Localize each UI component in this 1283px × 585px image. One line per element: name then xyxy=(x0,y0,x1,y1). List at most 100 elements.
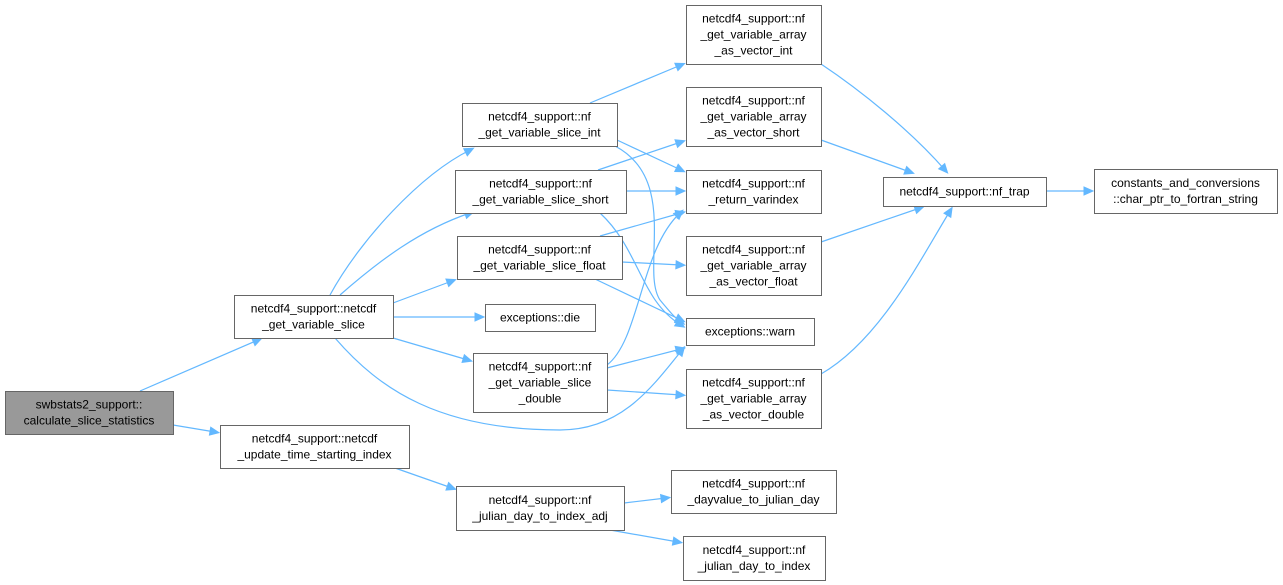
node-label-line: _update_time_starting_index xyxy=(236,448,391,462)
node-label-line: netcdf4_support::nf xyxy=(489,360,592,374)
edge-n1-n6 xyxy=(393,312,486,322)
arrowhead xyxy=(672,209,684,221)
node-label-line: netcdf4_support::nf xyxy=(702,177,805,191)
arrowhead xyxy=(675,389,687,400)
graph-node[interactable]: swbstats2_support::calculate_slice_stati… xyxy=(5,391,174,435)
node-box xyxy=(1094,169,1278,214)
node-box xyxy=(457,236,623,280)
graph-node[interactable]: netcdf4_support::nf_trap xyxy=(883,177,1047,207)
edge-n14-n17 xyxy=(820,206,953,375)
node-label-line: _as_vector_short xyxy=(706,126,800,140)
node-label-line: netcdf4_support::nf xyxy=(489,177,592,191)
edge-line xyxy=(609,529,679,543)
arrowhead xyxy=(659,493,672,504)
node-label-line: swbstats2_support:: xyxy=(36,398,143,412)
node-label-line: _get_variable_slice_float xyxy=(472,259,606,273)
graph-node[interactable]: netcdf4_support::nf_julian_day_to_index_… xyxy=(456,486,625,531)
edge-line xyxy=(589,64,682,104)
edge-line xyxy=(606,389,682,396)
edge-line xyxy=(599,212,682,326)
edge-line xyxy=(616,139,682,171)
graph-node[interactable]: exceptions::die xyxy=(485,304,596,332)
edge-n7-n11 xyxy=(606,209,684,366)
graph-node[interactable]: netcdf4_support::nf_get_variable_slice_d… xyxy=(473,353,608,413)
graph-node[interactable]: constants_and_conversions::char_ptr_to_f… xyxy=(1094,169,1278,214)
arrowhead xyxy=(445,278,457,288)
node-label-line: _get_variable_array xyxy=(699,28,806,42)
node-label-line: ::char_ptr_to_fortran_string xyxy=(1113,192,1258,206)
graph-node[interactable]: exceptions::warn xyxy=(686,318,815,346)
node-box xyxy=(686,236,822,296)
graph-node[interactable]: netcdf4_support::nf_julian_day_to_index xyxy=(683,536,826,581)
arrowhead xyxy=(943,206,953,219)
node-box xyxy=(456,486,625,531)
edge-n7-n13 xyxy=(606,345,687,369)
node-label-line: _get_variable_slice xyxy=(261,318,365,332)
edge-n8-n15 xyxy=(623,493,672,504)
edge-line xyxy=(329,149,471,296)
node-label-line: netcdf4_support::netcdf xyxy=(251,302,377,316)
arrowhead xyxy=(674,62,686,72)
graph-node[interactable]: netcdf4_support::netcdf_get_variable_sli… xyxy=(234,295,394,339)
arrowhead xyxy=(903,165,915,175)
arrowhead xyxy=(474,312,486,322)
node-box xyxy=(473,353,608,413)
arrowhead xyxy=(673,313,686,323)
node-label-line: netcdf4_support::netcdf xyxy=(252,432,378,446)
node-label-line: calculate_slice_statistics xyxy=(24,414,155,428)
edge-line xyxy=(621,261,682,266)
node-label-line: _get_variable_slice_short xyxy=(471,193,609,207)
edges-layer xyxy=(139,62,1095,546)
edge-line xyxy=(606,348,682,369)
edge-line xyxy=(594,278,682,321)
graph-node[interactable]: netcdf4_support::nf_dayvalue_to_julian_d… xyxy=(671,470,837,514)
edge-n8-n16 xyxy=(609,529,684,546)
arrowhead xyxy=(673,318,686,328)
node-label-line: _get_variable_array xyxy=(699,110,806,124)
graph-node[interactable]: netcdf4_support::nf_get_variable_slice_i… xyxy=(462,103,618,147)
edge-n0-n1 xyxy=(139,337,263,392)
graph-node[interactable]: netcdf4_support::netcdf_update_time_star… xyxy=(220,425,410,469)
edge-line xyxy=(339,212,471,296)
edge-line xyxy=(623,497,667,504)
node-label-line: netcdf4_support::nf xyxy=(702,376,805,390)
edge-n5-n12 xyxy=(621,259,687,270)
edge-line xyxy=(599,212,682,237)
graph-node[interactable]: netcdf4_support::nf_get_variable_array_a… xyxy=(686,236,822,296)
graph-node[interactable]: netcdf4_support::nf_get_variable_array_a… xyxy=(686,369,822,429)
edge-n4-n13 xyxy=(599,212,686,328)
node-label-line: netcdf4_support::nf xyxy=(702,243,805,257)
node-box xyxy=(485,304,596,332)
graph-node[interactable]: netcdf4_support::nf_get_variable_slice_f… xyxy=(457,236,623,280)
edge-line xyxy=(820,139,911,173)
edge-line xyxy=(597,141,682,171)
edge-line xyxy=(172,424,216,433)
node-label-line: netcdf4_support::nf xyxy=(489,493,592,507)
arrowhead xyxy=(251,337,263,347)
node-label-line: netcdf4_support::nf xyxy=(488,243,591,257)
node-box xyxy=(234,295,394,339)
arrowhead xyxy=(675,186,687,196)
edge-n17-n18 xyxy=(1046,186,1095,196)
graph-node[interactable]: netcdf4_support::nf_get_variable_array_a… xyxy=(686,87,822,147)
node-label-line: netcdf4_support::nf xyxy=(702,12,805,26)
node-box xyxy=(220,425,410,469)
node-label-line: _dayvalue_to_julian_day xyxy=(686,493,819,507)
arrowhead xyxy=(674,345,687,355)
node-label-line: _get_variable_slice_int xyxy=(477,126,601,140)
graph-node[interactable]: netcdf4_support::nf_get_variable_slice_s… xyxy=(455,170,627,214)
node-label-line: _julian_day_to_index xyxy=(697,559,811,573)
edge-n1-n3 xyxy=(329,147,475,296)
edge-n1-n7 xyxy=(392,337,474,364)
graph-node[interactable]: netcdf4_support::nf_get_variable_array_a… xyxy=(686,5,822,65)
arrowhead xyxy=(461,353,474,364)
node-label-line: exceptions::die xyxy=(500,311,580,325)
edge-n5-n13 xyxy=(594,278,686,323)
node-label-line: constants_and_conversions xyxy=(1111,176,1260,190)
arrowhead xyxy=(675,259,687,270)
edge-n1-n4 xyxy=(339,210,475,296)
edge-n3-n11 xyxy=(616,139,686,173)
graph-node[interactable]: netcdf4_support::nf_return_varindex xyxy=(686,170,822,214)
node-label-line: _get_variable_array xyxy=(699,259,806,273)
